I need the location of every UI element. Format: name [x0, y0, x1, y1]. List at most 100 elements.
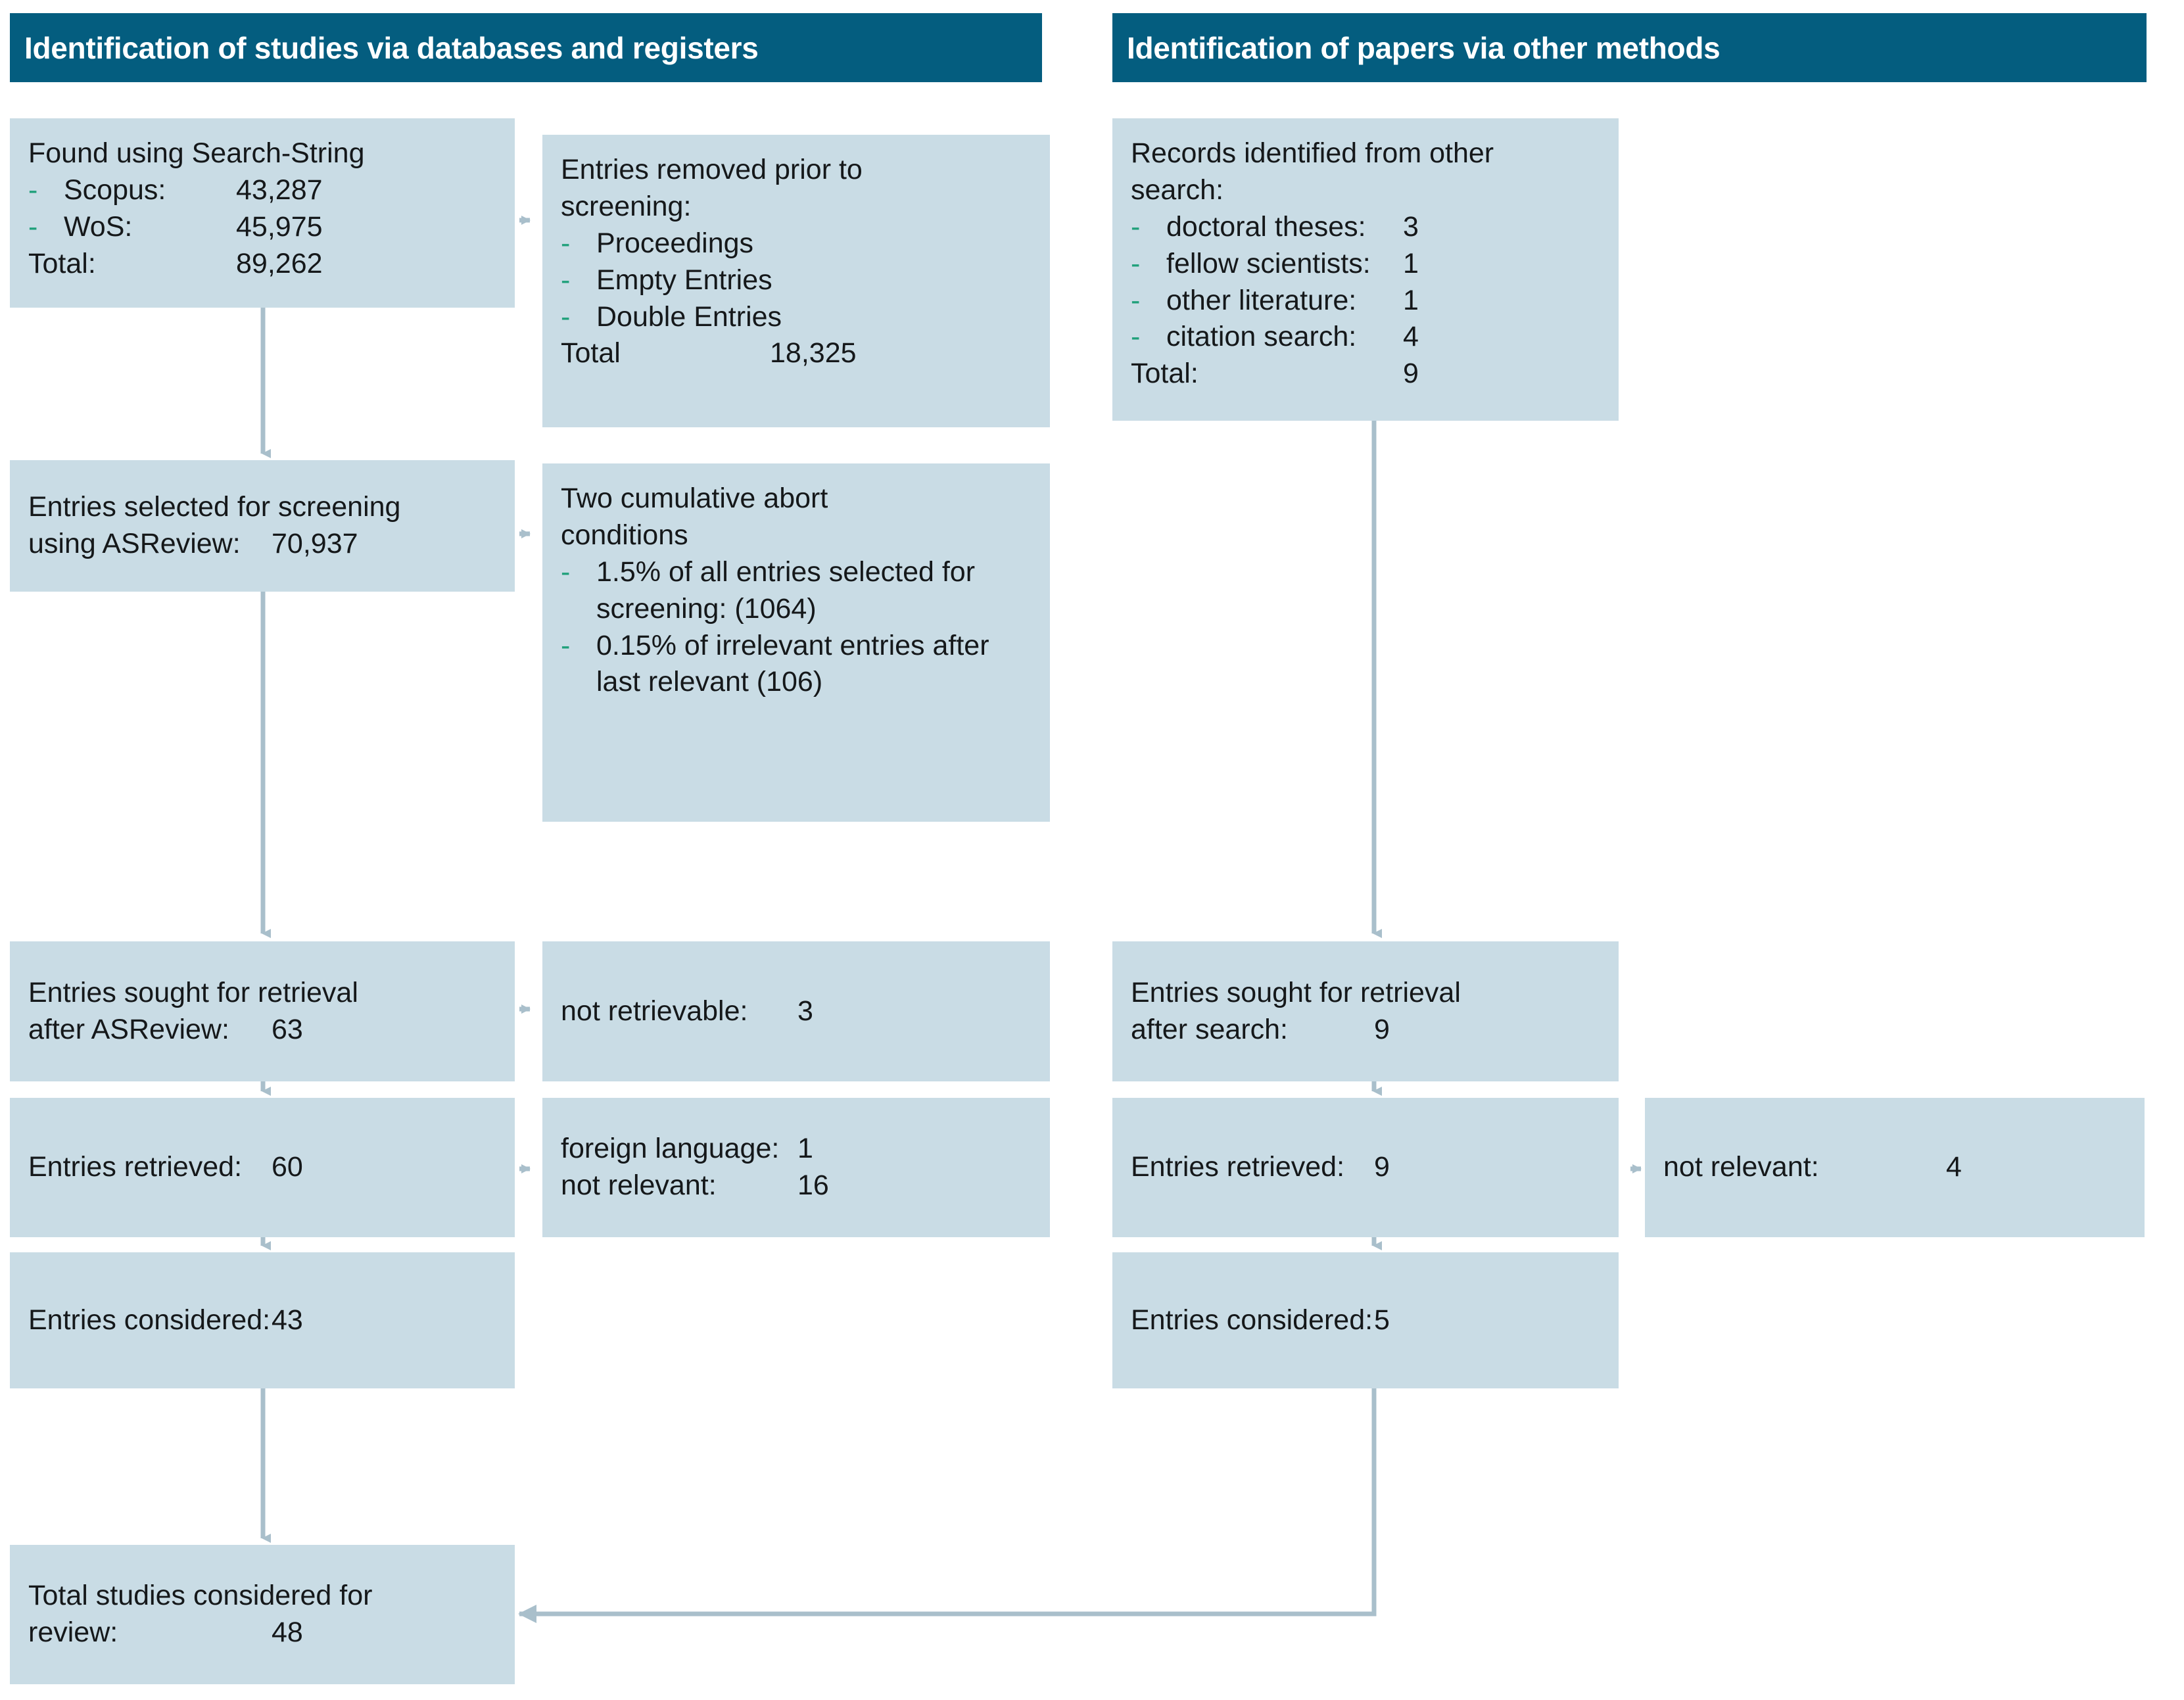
box-not-relevant-right: not relevant: 4	[1645, 1098, 2145, 1237]
box-excluded-reasons: foreign language: 1 not relevant: 16	[542, 1098, 1050, 1237]
considered-value: 43	[272, 1304, 303, 1336]
rsought-label: after search:	[1131, 1013, 1288, 1045]
considered-label: Entries considered:	[28, 1304, 271, 1336]
records-item-citation-search-value: 4	[1403, 321, 1419, 353]
abort-title-line2: conditions	[561, 519, 688, 551]
sought-line1: Entries sought for retrieval	[28, 976, 358, 1008]
removed-total-value: 18,325	[770, 337, 857, 369]
abort-item-1-label: 1.5% of all entries selected for screeni…	[596, 555, 976, 625]
final-value-row: review: 48	[28, 1615, 496, 1651]
rconsidered-row: Entries considered: 5	[1131, 1302, 1600, 1339]
box-records-other-search: Records identified from other search: - …	[1112, 118, 1619, 421]
removed-item-double-entries-label: Double Entries	[596, 300, 782, 333]
sought-value-row: after ASReview: 63	[28, 1012, 496, 1049]
removed-item-proceedings: - Proceedings	[561, 225, 1032, 262]
records-item-doctoral-theses-value: 3	[1403, 210, 1419, 243]
sought-label: after ASReview:	[28, 1013, 229, 1045]
rretrieved-value: 9	[1374, 1151, 1390, 1183]
records-item-other-literature-label: other literature:	[1166, 284, 1357, 316]
found-total-value: 89,262	[236, 247, 323, 279]
records-item-other-literature-value: 1	[1403, 284, 1419, 316]
rretrieved-row: Entries retrieved: 9	[1131, 1149, 1600, 1186]
bullet-dash-icon: -	[1131, 284, 1141, 316]
records-total-value: 9	[1403, 358, 1419, 390]
header-right-column: Identification of papers via other metho…	[1112, 13, 2147, 82]
bullet-dash-icon: -	[28, 210, 38, 243]
considered-row: Entries considered: 43	[28, 1302, 496, 1339]
box-sought-retrieval-asreview: Entries sought for retrieval after ASRev…	[10, 941, 515, 1081]
box-total-studies-for-review: Total studies considered for review: 48	[10, 1545, 515, 1684]
removed-total-row: Total 18,325	[561, 335, 1032, 372]
final-value: 48	[272, 1617, 303, 1648]
abort-title-line1: Two cumulative abort	[561, 483, 828, 514]
box-sought-retrieval-search: Entries sought for retrieval after searc…	[1112, 941, 1619, 1081]
records-item-citation-search: - citation search: 4	[1131, 319, 1600, 356]
records-title-line1: Records identified from other	[1131, 137, 1494, 169]
box-found-search-string: Found using Search-String - Scopus: 43,2…	[10, 118, 515, 308]
records-item-fellow-scientists: - fellow scientists: 1	[1131, 246, 1600, 283]
not-retrievable-row: not retrievable: 3	[561, 993, 1032, 1030]
selected-value-row: using ASReview: 70,937	[28, 526, 496, 563]
bullet-dash-icon: -	[561, 629, 571, 661]
rsought-value-row: after search: 9	[1131, 1012, 1600, 1049]
found-title: Found using Search-String	[28, 137, 365, 169]
selected-line1: Entries selected for screening	[28, 491, 401, 523]
removed-item-double-entries: - Double Entries	[561, 299, 1032, 336]
box-abort-conditions: Two cumulative abort conditions - 1.5% o…	[542, 463, 1050, 822]
box-entries-retrieved-left: Entries retrieved: 60	[10, 1098, 515, 1237]
abort-item-1: - 1.5% of all entries selected for scree…	[561, 554, 1032, 628]
selected-value: 70,937	[272, 528, 358, 559]
found-total-row: Total: 89,262	[28, 246, 496, 283]
records-title-line2: search:	[1131, 174, 1224, 206]
not-retrievable-value: 3	[797, 995, 813, 1027]
excluded-foreign-language-label: foreign language:	[561, 1133, 780, 1165]
found-total-label: Total:	[28, 247, 96, 279]
bullet-dash-icon: -	[1131, 321, 1141, 353]
sought-value: 63	[272, 1013, 303, 1045]
records-item-other-literature: - other literature: 1	[1131, 283, 1600, 319]
removed-total-label: Total	[561, 337, 621, 369]
box-entries-selected-screening: Entries selected for screening using ASR…	[10, 460, 515, 592]
bullet-dash-icon: -	[561, 264, 571, 296]
rconsidered-value: 5	[1374, 1304, 1390, 1336]
rretrieved-label: Entries retrieved:	[1131, 1151, 1345, 1183]
bullet-dash-icon: -	[1131, 247, 1141, 279]
bullet-dash-icon: -	[561, 300, 571, 333]
retrieved-label: Entries retrieved:	[28, 1151, 243, 1183]
retrieved-value: 60	[272, 1151, 303, 1183]
found-item-scopus-label: Scopus:	[64, 174, 166, 206]
bullet-dash-icon: -	[561, 555, 571, 588]
header-left-label: Identification of studies via databases …	[24, 30, 759, 65]
excluded-foreign-language-row: foreign language: 1	[561, 1131, 1032, 1168]
excluded-not-relevant-label: not relevant:	[561, 1169, 717, 1201]
found-item-wos: - WoS: 45,975	[28, 209, 496, 246]
found-item-scopus: - Scopus: 43,287	[28, 172, 496, 209]
rnot-relevant-value: 4	[1946, 1151, 1962, 1183]
excluded-not-relevant-row: not relevant: 16	[561, 1168, 1032, 1204]
removed-title-line2: screening:	[561, 190, 692, 222]
header-right-label: Identification of papers via other metho…	[1127, 30, 1721, 65]
bullet-dash-icon: -	[561, 227, 571, 259]
found-item-scopus-value: 43,287	[236, 174, 323, 206]
removed-item-empty-entries-label: Empty Entries	[596, 264, 772, 296]
records-item-doctoral-theses-label: doctoral theses:	[1166, 210, 1366, 243]
records-total-row: Total: 9	[1131, 356, 1600, 392]
box-not-retrievable: not retrievable: 3	[542, 941, 1050, 1081]
records-item-fellow-scientists-label: fellow scientists:	[1166, 247, 1371, 279]
arrow-rconsidered-to-total	[518, 1388, 1377, 1623]
bullet-dash-icon: -	[1131, 210, 1141, 243]
retrieved-row: Entries retrieved: 60	[28, 1149, 496, 1186]
box-entries-removed: Entries removed prior to screening: - Pr…	[542, 135, 1050, 427]
rnot-relevant-label: not relevant:	[1663, 1151, 1819, 1183]
records-item-citation-search-label: citation search:	[1166, 321, 1357, 353]
rsought-value: 9	[1374, 1013, 1390, 1045]
not-retrievable-label: not retrievable:	[561, 995, 748, 1027]
records-item-doctoral-theses: - doctoral theses: 3	[1131, 209, 1600, 246]
records-total-label: Total:	[1131, 358, 1199, 390]
final-label: review:	[28, 1617, 118, 1648]
final-line1: Total studies considered for	[28, 1580, 373, 1612]
header-left-column: Identification of studies via databases …	[10, 13, 1042, 82]
removed-title-line1: Entries removed prior to	[561, 154, 863, 185]
abort-item-2: - 0.15% of irrelevant entries after last…	[561, 628, 1032, 701]
